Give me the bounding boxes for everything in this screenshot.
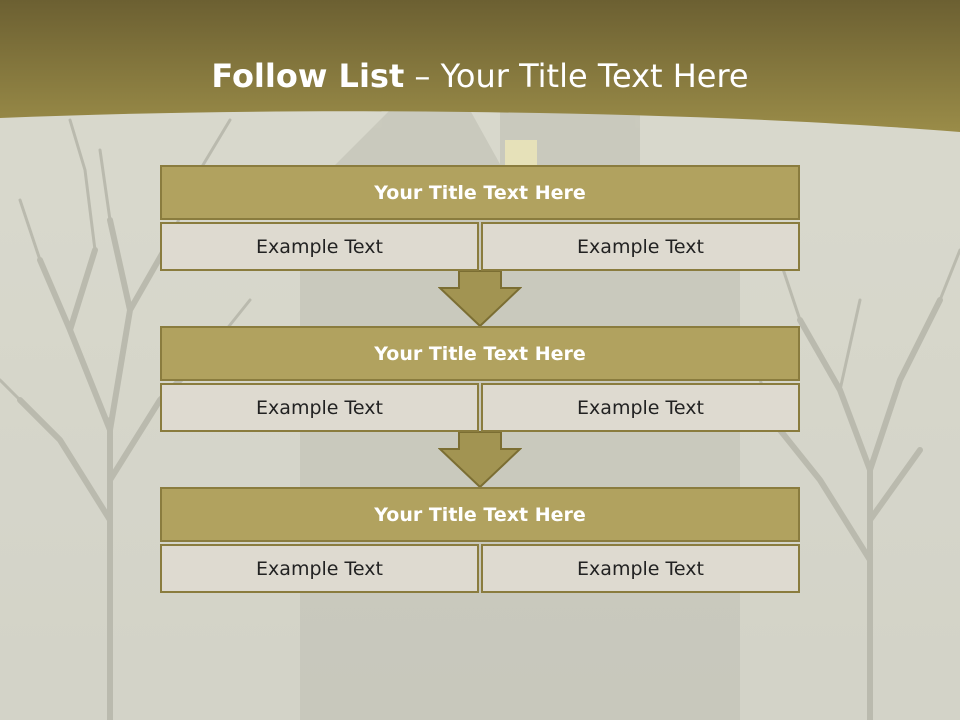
cell-left: Example Text <box>160 383 479 432</box>
down-arrow-icon <box>438 431 522 489</box>
block-title: Your Title Text Here <box>160 487 800 542</box>
block-cells: Example Text Example Text <box>160 383 800 432</box>
block-title: Your Title Text Here <box>160 326 800 381</box>
bare-trees <box>0 118 960 720</box>
cell-right: Example Text <box>481 222 800 271</box>
flow-block-2: Your Title Text Here Example Text Exampl… <box>160 326 800 432</box>
cell-left: Example Text <box>160 544 479 593</box>
block-title: Your Title Text Here <box>160 165 800 220</box>
header-band <box>0 0 960 132</box>
title-bold: Follow List <box>211 57 405 95</box>
down-arrow-icon <box>438 270 522 328</box>
title-rest: – Your Title Text Here <box>404 57 749 95</box>
cell-right: Example Text <box>481 544 800 593</box>
block-cells: Example Text Example Text <box>160 222 800 271</box>
flow-block-3: Your Title Text Here Example Text Exampl… <box>160 487 800 593</box>
flow-block-1: Your Title Text Here Example Text Exampl… <box>160 165 800 271</box>
block-cells: Example Text Example Text <box>160 544 800 593</box>
slide-title: Follow List – Your Title Text Here <box>0 52 960 100</box>
cell-right: Example Text <box>481 383 800 432</box>
cell-left: Example Text <box>160 222 479 271</box>
